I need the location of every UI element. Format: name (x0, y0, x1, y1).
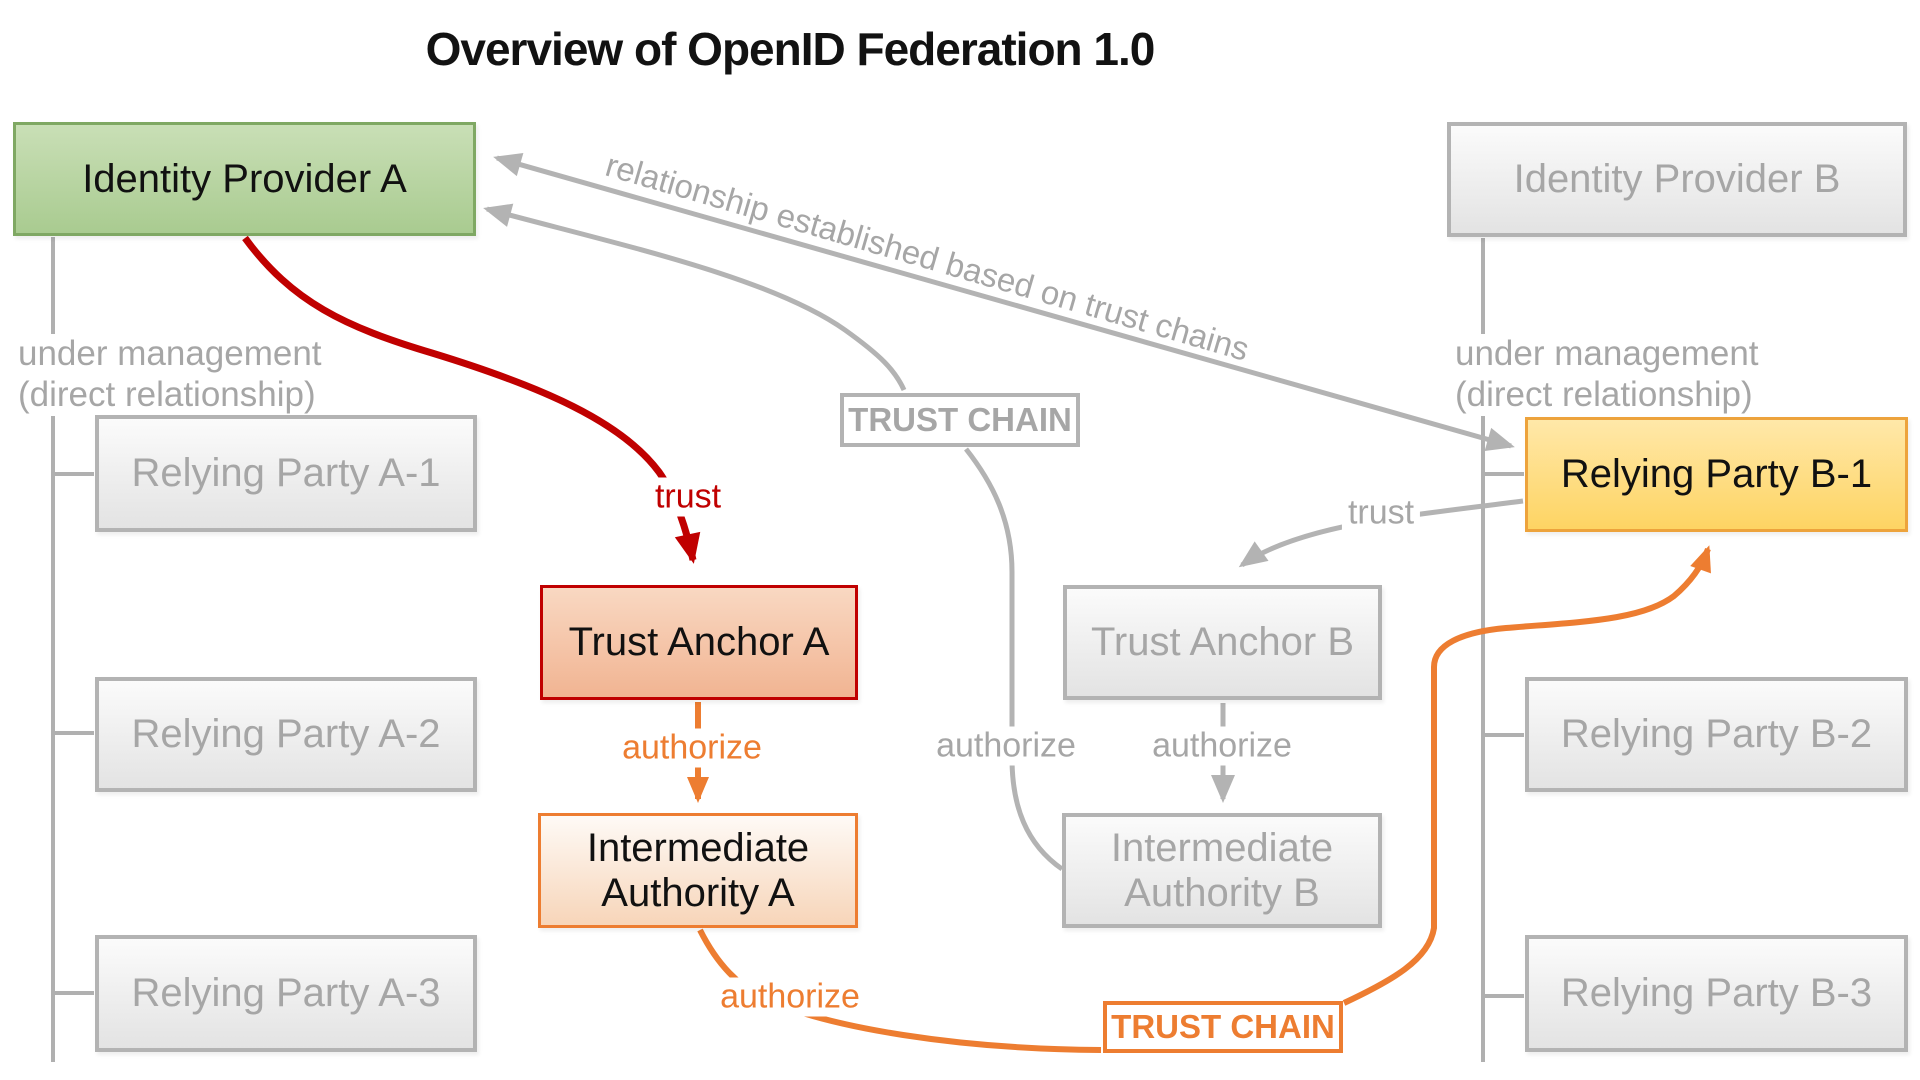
trust-anchor-b-box: Trust Anchor B (1063, 585, 1382, 700)
under-management-b-label: under management (direct relationship) (1455, 334, 1759, 416)
relying-party-b3-box: Relying Party B-3 (1525, 935, 1908, 1052)
authorize-gray-right-edge-label: authorize (1146, 726, 1298, 766)
authorize-gray-left-edge-label: authorize (930, 726, 1082, 766)
relying-party-b2-box: Relying Party B-2 (1525, 677, 1908, 792)
identity-provider-a-label: Identity Provider A (82, 156, 407, 201)
intermediate-authority-a-box: Intermediate Authority A (538, 813, 858, 928)
identity-provider-a-box: Identity Provider A (13, 122, 476, 236)
relying-party-a3-box: Relying Party A-3 (95, 935, 477, 1052)
trust-b-edge-label: trust (1341, 493, 1421, 533)
relying-party-b1-box: Relying Party B-1 (1525, 417, 1908, 532)
trust-chain-gray-tag: TRUST CHAIN (840, 393, 1080, 447)
gray-trust-chain-curve-upper (483, 203, 907, 392)
page-title: Overview of OpenID Federation 1.0 (425, 23, 1156, 75)
relying-party-a2-box: Relying Party A-2 (95, 677, 477, 792)
authorize-ia-a-edge-label: authorize (714, 977, 866, 1017)
relying-party-a1-box: Relying Party A-1 (95, 415, 477, 532)
trust-chain-orange-tag: TRUST CHAIN (1103, 1001, 1343, 1053)
under-management-a-label: under management (direct relationship) (18, 334, 322, 416)
authorize-ta-a-edge-label: authorize (616, 728, 768, 768)
relationship-arrow (493, 153, 1515, 451)
trust-anchor-a-box: Trust Anchor A (540, 585, 858, 700)
intermediate-authority-b-box: Intermediate Authority B (1062, 813, 1382, 928)
gray-trust-chain-curve-lower (964, 447, 1064, 872)
trust-a-edge-label: trust (648, 477, 728, 517)
identity-provider-b-box: Identity Provider B (1447, 122, 1907, 237)
orange-trust-chain-curve-right (1342, 545, 1711, 1006)
